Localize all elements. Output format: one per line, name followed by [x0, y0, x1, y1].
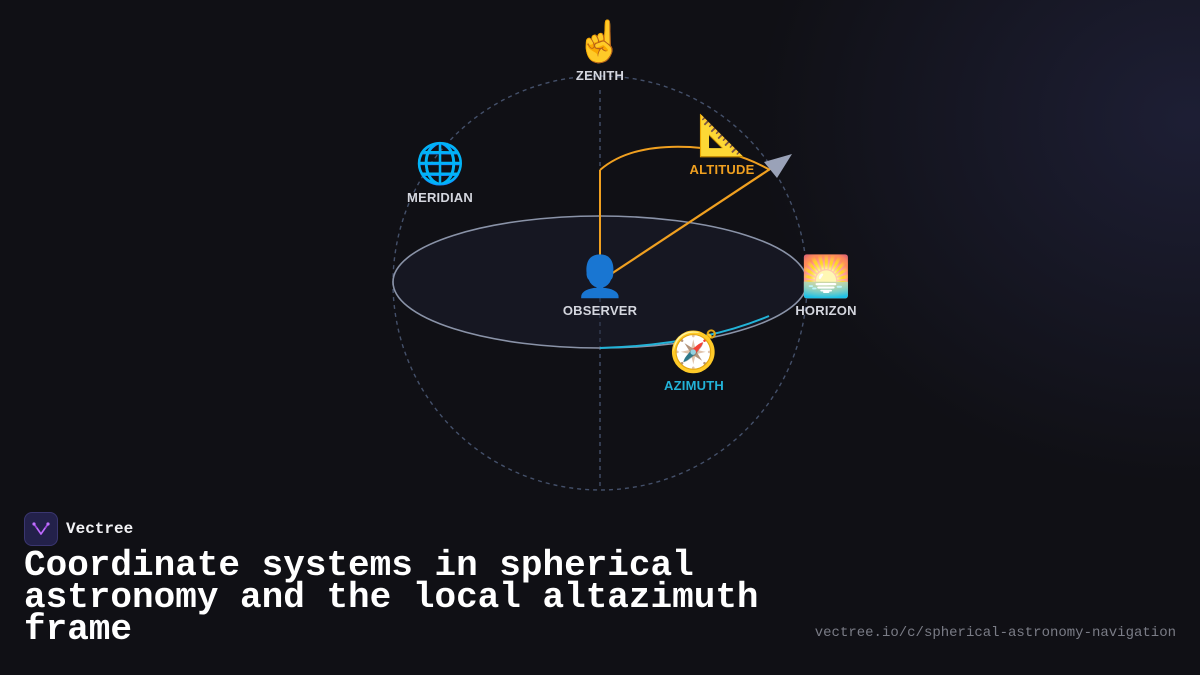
zenith-node: ☝️ ZENITH [575, 18, 625, 83]
observer-label: OBSERVER [562, 303, 638, 318]
pointing-up-hand-icon: ☝️ [575, 19, 625, 65]
brand-name: Vectree [66, 520, 134, 538]
meridian-label: MERIDIAN [407, 190, 473, 205]
altitude-node: 📐 ALTITUDE [690, 112, 755, 177]
azimuth-label: AZIMUTH [664, 378, 724, 393]
horizon-label: HORIZON [795, 303, 857, 318]
triangular-ruler-icon: 📐 [697, 113, 747, 159]
page-url[interactable]: vectree.io/c/spherical-astronomy-navigat… [814, 625, 1176, 641]
azimuth-node: 🧭 AZIMUTH [664, 328, 724, 393]
altitude-label: ALTITUDE [689, 162, 755, 177]
azimuth-arc [599, 315, 770, 349]
person-silhouette-icon: 👤 [575, 254, 625, 300]
meridian-node: 🌐 MERIDIAN [407, 140, 473, 205]
altitude-arc [599, 145, 771, 171]
page-title: Coordinate systems in spherical astronom… [24, 545, 759, 650]
zenith-label: ZENITH [575, 68, 625, 83]
vectree-logo-icon [24, 512, 58, 546]
line-of-sight [607, 168, 771, 277]
horizon-node: 🌅 HORIZON [795, 253, 856, 318]
sunrise-icon: 🌅 [801, 254, 851, 300]
star-direction-marker [764, 154, 792, 178]
observer-node: 👤 OBSERVER [563, 253, 637, 318]
compass-icon: 🧭 [669, 329, 719, 375]
brand[interactable]: Vectree [24, 512, 133, 546]
globe-icon: 🌐 [415, 141, 465, 187]
